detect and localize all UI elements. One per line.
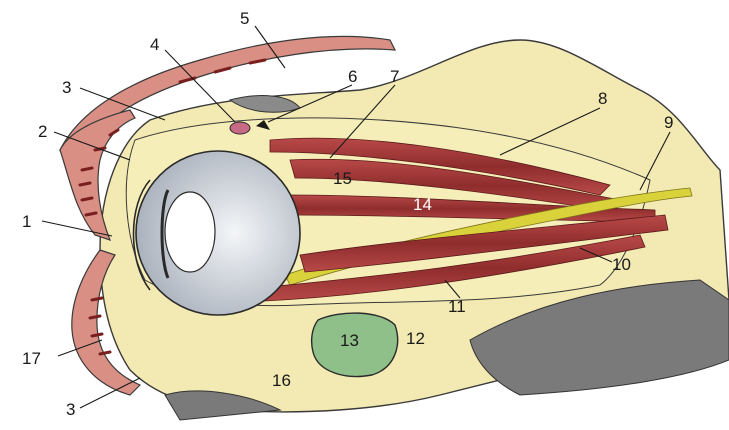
label-2: 2 <box>38 122 47 141</box>
label-11: 11 <box>448 297 466 316</box>
vessel-4 <box>230 122 250 134</box>
label-17: 17 <box>22 349 41 368</box>
label-16: 16 <box>272 371 291 390</box>
label-7: 7 <box>390 67 399 86</box>
label-1: 1 <box>22 212 31 231</box>
label-13: 13 <box>340 331 359 350</box>
label-4: 4 <box>150 35 159 54</box>
label-15: 15 <box>333 169 352 188</box>
label-10: 10 <box>612 255 631 274</box>
label-8: 8 <box>598 89 607 108</box>
label-3-upper: 3 <box>62 78 71 97</box>
label-9: 9 <box>664 113 673 132</box>
label-3-lower: 3 <box>66 400 75 419</box>
label-5: 5 <box>240 9 249 28</box>
label-12: 12 <box>406 329 425 348</box>
label-6: 6 <box>348 67 357 86</box>
label-14: 14 <box>413 195 432 214</box>
lens <box>165 192 215 272</box>
